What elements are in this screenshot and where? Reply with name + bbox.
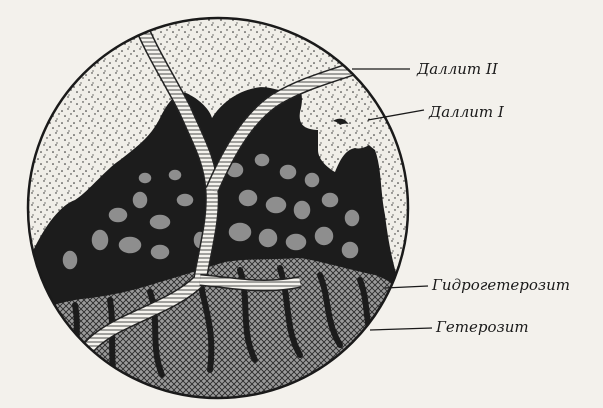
- label-dallit-1: Даллит I: [429, 103, 504, 121]
- label-hydroheterosite: Гидрогетерозит: [432, 276, 570, 294]
- label-heterosite: Гетерозит: [436, 318, 529, 336]
- label-dallit-2: Даллит II: [417, 60, 498, 78]
